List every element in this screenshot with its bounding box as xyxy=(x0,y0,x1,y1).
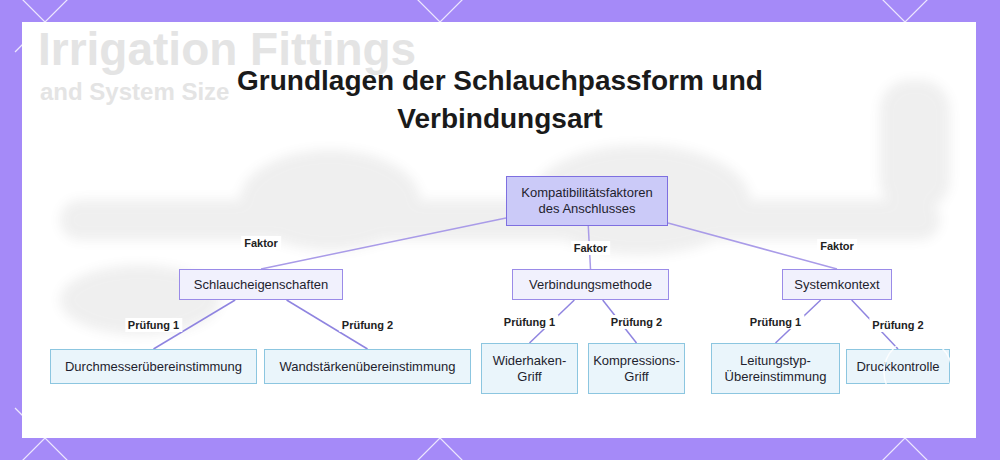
factor-box: Systemkontext xyxy=(782,269,892,300)
white-card xyxy=(22,22,976,438)
check-box: Druckkontrolle xyxy=(846,349,950,384)
node-label: Widerhaken-Griff xyxy=(486,353,573,385)
node-label: Druckkontrolle xyxy=(856,359,939,375)
node-label: Systemkontext xyxy=(794,277,879,293)
check-box: Durchmesserübereinstimmung xyxy=(50,349,257,384)
node-label: Verbindungsmethode xyxy=(529,277,652,293)
watermark-text: and System Size xyxy=(40,78,229,106)
edge-label: Prüfung 1 xyxy=(501,315,558,329)
edge-label: Faktor xyxy=(571,241,611,255)
node-label: Kompressions-Griff xyxy=(593,353,680,385)
edge-label: Faktor xyxy=(241,236,281,250)
node-label: Schlaucheigenschaften xyxy=(194,277,328,293)
edge-label: Faktor xyxy=(817,239,857,253)
node-label: Leitungstyp-Übereinstimmung xyxy=(716,353,835,385)
node-label: Kompatibilitätsfaktoren des Anschlusses xyxy=(511,185,663,217)
check-box: Kompressions-Griff xyxy=(588,343,685,394)
edge-label: Prüfung 2 xyxy=(608,315,665,329)
edge-label: Prüfung 2 xyxy=(339,318,396,332)
connector-line xyxy=(668,223,837,269)
node-label: Durchmesserübereinstimmung xyxy=(65,359,242,375)
factor-box: Schlaucheigenschaften xyxy=(179,269,343,300)
connector-line xyxy=(261,218,506,269)
check-box: Wandstärkenübereinstimmung xyxy=(264,349,471,384)
root-factor-box: Kompatibilitätsfaktoren des Anschlusses xyxy=(506,176,668,226)
edge-label: Prüfung 2 xyxy=(869,318,926,332)
node-label: Wandstärkenübereinstimmung xyxy=(280,359,456,375)
check-box: Leitungstyp-Übereinstimmung xyxy=(711,343,840,394)
edge-label: Prüfung 1 xyxy=(125,318,182,332)
diagram-title: Grundlagen der Schlauchpassform und Verb… xyxy=(200,62,800,138)
check-box: Widerhaken-Griff xyxy=(481,343,578,394)
factor-box: Verbindungsmethode xyxy=(512,269,669,300)
edge-label: Prüfung 1 xyxy=(747,315,804,329)
decorative-ring xyxy=(884,338,952,406)
